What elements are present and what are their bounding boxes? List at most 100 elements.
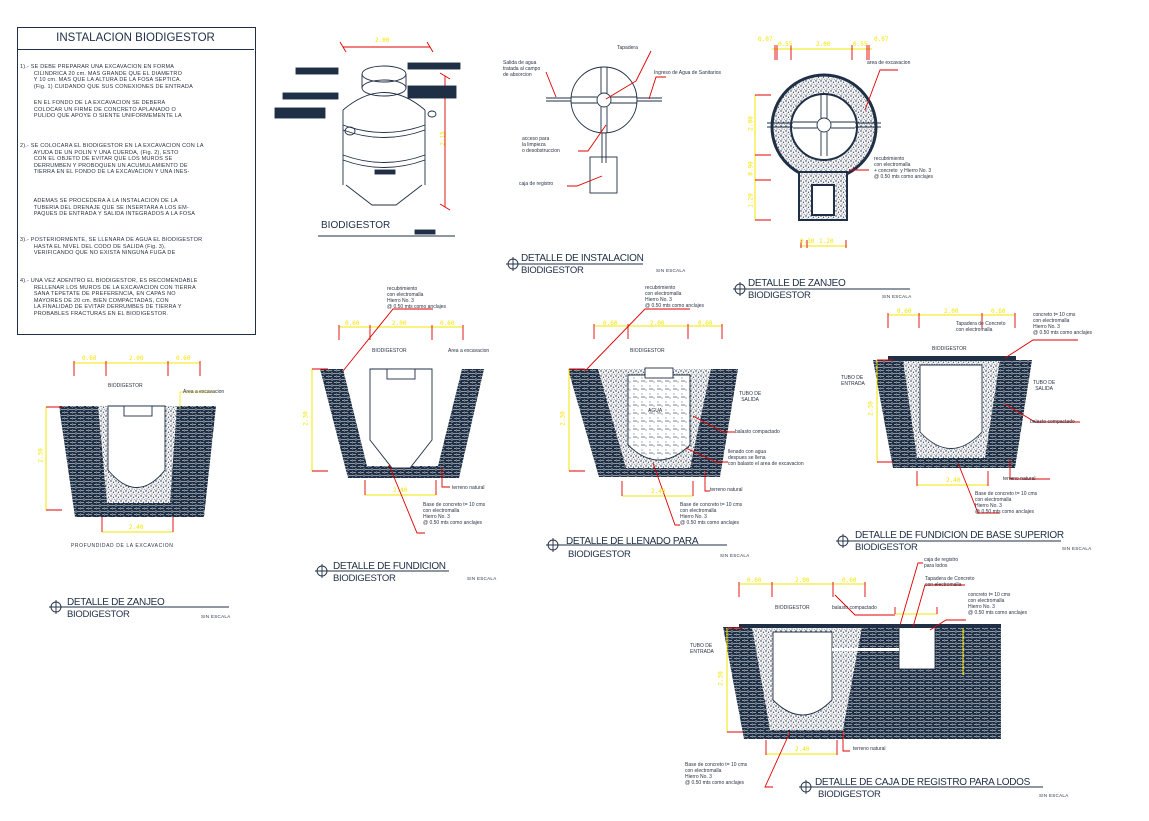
fundicion-dim-top-1: 0.60 [345,320,360,327]
iso-dim-height: 2.15 [439,131,447,146]
caja-label-tapadera: Tapadera de Concreto con electromalla [925,576,975,588]
iso-dim-width: 2.00 [375,37,390,44]
llenado-label-agua: AGUA [648,408,663,414]
base-superior-section-drawing [873,313,1080,514]
base-superior-scale: SIN ESCALA [1062,546,1092,551]
zanjeo-plan-dim-left-2: 0.90 [747,161,755,176]
base-superior-dim-top-3: 0.60 [991,308,1006,315]
instruction-step-1: 1).- SE DEBE PREPARAR UNA EXCAVACION EN … [20,64,193,90]
instalacion-label-acceso: acceso para la limpieza o desobstruccion [522,136,560,154]
zanjeo-plan-drawing [754,45,898,248]
fundicion-label-terreno: terreno natural [452,485,485,491]
caja-label-base: Base de concreto t= 10 cms con electroma… [685,762,748,786]
fundicion-dim-height: 2.30 [302,411,310,426]
caja-dim-bottom: 2.40 [795,746,810,753]
zanjeo-plan-label-area: area de excavacion [867,60,911,66]
caja-label-tubo-entrada: TUBO DE ENTRADA [690,643,714,655]
zanjeo-section-dim-top-3: 0.60 [176,355,191,362]
llenado-dim-bottom: 2.40 [651,488,666,495]
zanjeo-plan-subtitle: BIODIGESTOR [748,290,811,301]
base-superior-title: DETALLE DE FUNDICION DE BASE SUPERIOR [855,530,1064,541]
zanjeo-plan-title: DETALLE DE ZANJEO [748,278,846,289]
base-superior-label-tubo-salida: TUBO DE SALIDA [1033,380,1056,392]
instalacion-label-tapadera: Tapadera [617,45,638,51]
caja-label-terreno: terreno natural [853,746,886,752]
instructions-panel [17,27,256,335]
fundicion-dim-top-2: 2.00 [392,320,407,327]
instalacion-title: DETALLE DE INSTALACION [521,253,644,264]
instalacion-scale: SIN ESCALA [656,268,686,273]
zanjeo-section-label-area: Area a excavacion [183,389,225,395]
zanjeo-section-drawing [45,361,216,533]
zanjeo-plan-dim-top-5: 0.07 [874,36,889,43]
llenado-dim-height: 2.30 [559,411,567,426]
instalacion-label-salida: Salida de agua tratada al campo de absor… [503,60,541,78]
instruction-step-4: 4).- UNA VEZ ADENTRO EL BIODIGESTOR, ES … [20,278,198,317]
instalacion-label-ingreso: Ingreso de Agua de Sanitarios [654,70,721,76]
base-superior-label-tubo-entrada: TUBO DE ENTRADA [841,375,865,387]
caja-label-caja: caja de registro para lodos [924,557,959,569]
llenado-section-drawing [568,308,738,526]
base-superior-label-base: Base de concreto t= 10 cms con electroma… [975,491,1038,515]
caja-dim-top-1: 0.60 [747,577,762,584]
zanjeo-plan-scale: SIN ESCALA [882,294,912,299]
base-superior-label-tapadera: Tapadera de Concreto con electromalla [956,321,1006,333]
fundicion-label-biodigestor: BIODIGESTOR [372,348,407,354]
zanjeo-section-dim-bottom: 2.40 [129,524,144,531]
llenado-label-terreno: terreno natural [710,487,743,493]
llenado-scale: SIN ESCALA [720,553,750,558]
instruction-step-2b: ADEMAS SE PROCEDERA A LA INSTALACION DE … [33,198,196,217]
llenado-label-llenado: llenado con agua despues se llena con ba… [728,449,804,467]
base-superior-dim-bottom: 2.40 [946,477,961,484]
instruction-step-1b: EN EL FONDO DE LA EXCAVACION SE DEBERA C… [33,100,182,119]
caja-label-concreto: concreto t= 10 cms con electromalla Hier… [968,592,1027,616]
base-superior-label-biodigestor: BIODIGESTOR [932,346,967,352]
base-superior-label-concreto: concreto t= 10 cms con electromalla Hier… [1033,312,1092,336]
zanjeo-plan-dim-top-2: 0.55 [778,41,793,48]
zanjeo-section-dim-top-2: 2.00 [129,355,144,362]
iso-title: BIODIGESTOR [321,220,391,231]
fundicion-label-area: Area a excavacion [448,348,490,354]
zanjeo-section-caption: PROFUNDIDAD DE LA EXCAVACION [71,543,174,549]
title-markers [49,257,1061,794]
caja-registro-section-drawing [723,562,1001,788]
base-superior-dim-top-2: 2.00 [944,308,959,315]
instruction-step-2: 2).- SE COLOCARA EL BIODIGESTOR EN LA EX… [20,143,204,175]
zanjeo-plan-dim-bottom-2: 1.20 [819,238,834,245]
base-superior-subtitle: BIODIGESTOR [855,542,918,553]
caja-dim-height: 2.30 [717,671,725,686]
zanjeo-section-label-biodigestor: BIODIGESTOR [108,383,143,389]
fundicion-title: DETALLE DE FUNDICION [333,561,446,572]
llenado-dim-top-3: 0.60 [698,320,713,327]
fundicion-subtitle: BIODIGESTOR [333,573,396,584]
fundicion-label-recubrimiento: recubrimiento con electromalla Hierro No… [387,286,446,310]
zanjeo-plan-dim-left-3: 1.20 [747,193,755,208]
caja-subtitle: BIODIGESTOR [818,789,881,800]
caja-label-balasto: balasto compactado [832,605,877,611]
fundicion-dim-bottom: 2.40 [393,487,408,494]
llenado-label-base: Base de concreto t= 10 cms con electroma… [680,502,743,526]
instruction-step-3: 3).- POSTERIORMENTE, SE LLENARA DE AGUA … [20,237,203,256]
caja-dim-top-3: 0.60 [842,577,857,584]
zanjeo-plan-dim-top-3: 2.00 [816,41,831,48]
zanjeo-plan-dim-top-1: 0.07 [758,36,773,43]
zanjeo-section-title: DETALLE DE ZANJEO [67,597,165,608]
instalacion-subtitle: BIODIGESTOR [521,265,584,276]
caja-label-biodigestor: BIODIGESTOR [775,605,810,611]
instalacion-label-caja: caja de registro [519,181,554,187]
zanjeo-plan-dim-left-1: 2.00 [747,116,755,131]
caja-scale: SIN ESCALA [1039,793,1069,798]
zanjeo-section-scale: SIN ESCALA [201,614,231,619]
base-superior-dim-height: 2.30 [867,401,875,416]
caja-dim-top-2: 2.00 [795,577,810,584]
base-superior-dim-top-1: 0.60 [897,308,912,315]
zanjeo-plan-label-recubrimiento: recubrimiento con electromalla + concret… [874,156,933,180]
zanjeo-plan-dim-top-4: 0.55 [853,41,868,48]
zanjeo-section-dim-top-1: 0.60 [82,355,97,362]
llenado-label-balasto: balasto compactado [735,429,780,435]
fundicion-label-base: Base de concreto t= 10 cms con electroma… [423,502,486,526]
base-superior-label-balasto: balasto compactado [1030,419,1075,425]
fundicion-dim-top-3: 0.60 [440,320,455,327]
instructions-title: INSTALACION BIODIGESTOR [17,27,254,50]
